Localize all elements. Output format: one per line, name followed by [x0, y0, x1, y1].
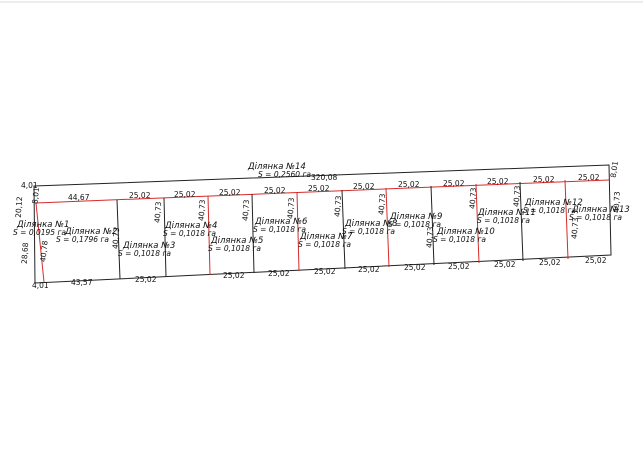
- dim-depth-3-4: 40,73: [153, 201, 163, 223]
- parcel-14-inner-boundary: [35, 179, 610, 204]
- parcel-14-area: S = 0,2560 га: [258, 170, 311, 179]
- divider-5-6: [251, 193, 255, 274]
- parcel-8-area: S = 0,1018 га: [342, 227, 395, 236]
- dim-depth-5-6: 40,73: [241, 199, 251, 221]
- dim-top-p8: 25,02: [353, 182, 375, 191]
- divider-2-3: [116, 199, 121, 280]
- parcel-1-right-boundary: [35, 202, 45, 283]
- dim-depth-8-9: 40,73: [377, 193, 387, 215]
- dim-bottom-p6: 25,02: [268, 269, 290, 278]
- dim-bottom-p8: 25,02: [358, 265, 380, 274]
- dim-bottom-p10: 25,02: [448, 262, 470, 271]
- parcel-6-area: S = 0,1018 га: [253, 225, 306, 234]
- divider-7-8: [341, 189, 346, 270]
- parcel-7-area: S = 0,1018 га: [298, 240, 351, 249]
- dim-bottom-p3: 25,02: [135, 275, 157, 284]
- divider-9-10: [430, 185, 435, 266]
- dim-left-upper: 20,12: [14, 196, 24, 218]
- dim-top-p12: 25,02: [533, 175, 555, 184]
- dim-strip-width-right: 8,01: [609, 160, 620, 178]
- divider-6-7: [296, 191, 300, 272]
- dim-strip-width-left: 8,01: [30, 187, 41, 205]
- dim-right-side: 40,73: [612, 191, 622, 213]
- dim-depth-2-3: 40,73: [111, 227, 121, 249]
- parcel-4-area: S = 0,1018 га: [163, 229, 216, 238]
- dimension-labels: 320,08 4,01 44,67 25,02 25,02 25,02 25,0…: [14, 160, 622, 290]
- parcel-13-area: S = 0,1018 га: [569, 213, 622, 222]
- parcel-9-name: Ділянка №9: [389, 212, 442, 222]
- parcel-14-outline: [33, 164, 612, 284]
- parcel-2-name: Ділянка №2: [64, 227, 117, 237]
- dim-depth-4-5: 40,73: [197, 199, 207, 221]
- dim-left-bottom-offset: 4,01: [32, 281, 49, 290]
- parcel-1-name: Ділянка №1: [16, 220, 69, 230]
- dim-bottom-p5: 25,02: [223, 271, 245, 280]
- parcel-2-area: S = 0,1796 га: [56, 235, 109, 244]
- divider-12-13: [564, 179, 569, 260]
- parcel-10-area: S = 0,1018 га: [433, 235, 486, 244]
- dim-top-p10: 25,02: [443, 179, 465, 188]
- dim-top-p7: 25,02: [308, 184, 330, 193]
- dim-left-lower: 28,68: [20, 242, 30, 264]
- parcel-4-name: Ділянка №4: [164, 221, 217, 231]
- parcel-labels: Ділянка №14 S = 0,2560 га Ділянка №1 S =…: [13, 162, 630, 258]
- dim-top-p11: 25,02: [487, 177, 509, 186]
- dim-depth-11-12: 40,73: [512, 185, 522, 207]
- dim-depth-10-11: 40,73: [468, 187, 478, 209]
- parcel-3-name: Ділянка №3: [122, 241, 175, 251]
- parcel-5-area: S = 0,1018 га: [208, 244, 261, 253]
- dim-p2-top: 44,67: [68, 193, 90, 202]
- dim-top-p3: 25,02: [129, 191, 151, 200]
- dim-depth-7-8: 40,73: [333, 195, 343, 217]
- parcel-7-name: Ділянка №7: [299, 232, 353, 242]
- divider-4-5: [207, 195, 211, 276]
- dim-top-p4: 25,02: [174, 190, 196, 199]
- dim-bottom-p7: 25,02: [314, 267, 336, 276]
- parcel-12-area: S = 0,1018 га: [523, 206, 576, 215]
- dim-top-p5: 25,02: [219, 188, 241, 197]
- dim-depth-6-7: 40,73: [286, 197, 296, 219]
- parcel-9-area: S = 0,1018 га: [388, 220, 441, 229]
- dim-bottom-p12: 25,02: [539, 258, 561, 267]
- divider-10-11: [475, 183, 480, 264]
- parcel-13-name: Ділянка №13: [571, 205, 630, 215]
- parcel-8-name: Ділянка №8: [344, 219, 398, 229]
- dim-bottom-p11: 25,02: [494, 260, 516, 269]
- dim-p1-side: 40,78: [38, 240, 49, 263]
- dim-top-total: 320,08: [311, 173, 337, 182]
- parcel-10-name: Ділянка №10: [436, 227, 495, 237]
- parcel-3-area: S = 0,1018 га: [118, 249, 171, 258]
- parcel-14-name: Ділянка №14: [247, 162, 306, 172]
- parcel-12-name: Ділянка №12: [524, 198, 583, 208]
- parcel-11-area: S = 0,1018 га: [477, 216, 530, 225]
- dim-top-p6: 25,02: [264, 186, 286, 195]
- dim-p2-bottom: 43,57: [71, 278, 93, 287]
- parcel-5-name: Ділянка №5: [210, 236, 263, 246]
- dim-bottom-p13: 25,02: [585, 256, 607, 265]
- dim-bottom-p9: 25,02: [404, 263, 426, 272]
- dim-depth-9-10: 40,73: [425, 226, 435, 248]
- dim-top-p13: 25,02: [578, 173, 600, 182]
- divider-8-9: [385, 187, 390, 268]
- parcel-6-name: Ділянка №6: [254, 217, 308, 227]
- dim-left-top-offset: 4,01: [21, 181, 38, 190]
- divider-11-12: [519, 181, 524, 262]
- parcel-11-name: Ділянка №11: [477, 208, 536, 218]
- dim-depth-12-13: 40,73: [570, 217, 580, 239]
- parcel-1-area: S = 0,0195 га: [13, 228, 66, 237]
- parcel-dividers: [116, 179, 569, 280]
- dim-top-p9: 25,02: [398, 180, 420, 189]
- divider-3-4: [163, 197, 167, 278]
